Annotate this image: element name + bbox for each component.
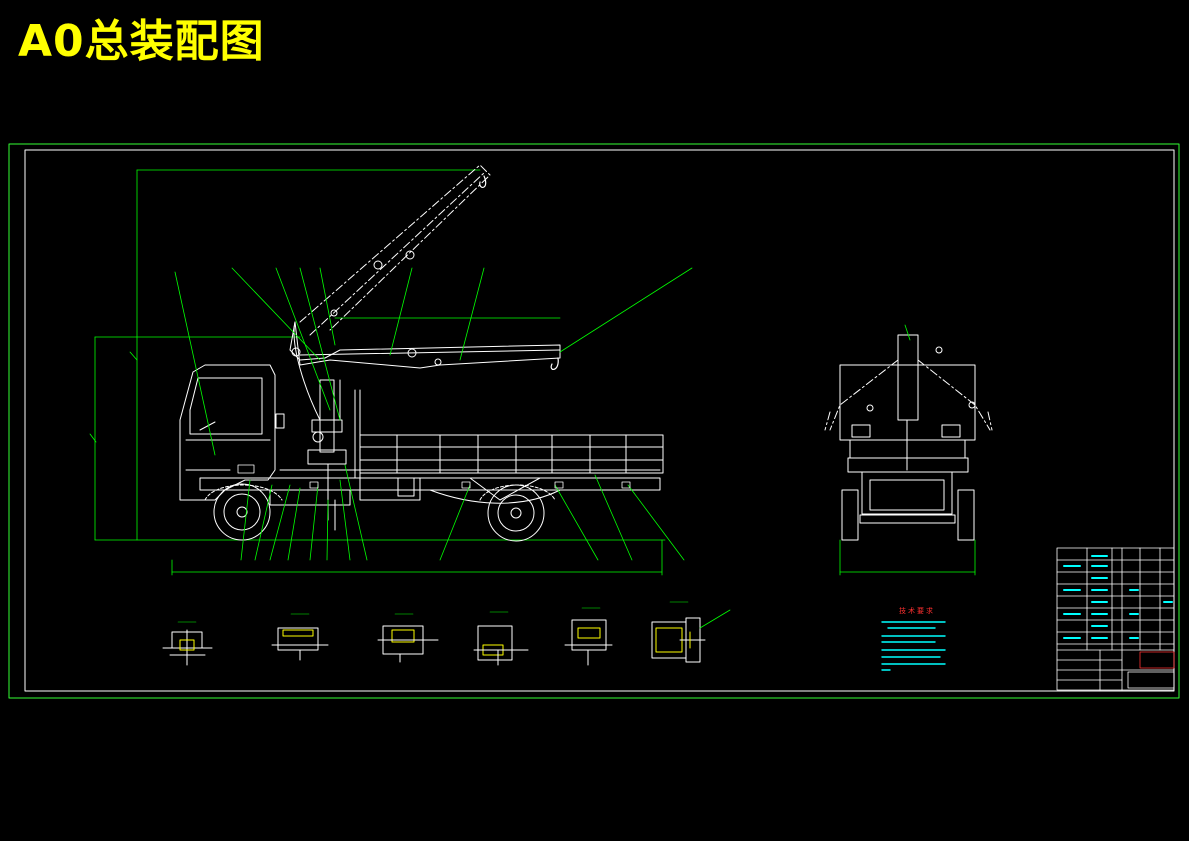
title-block — [1056, 547, 1175, 691]
truck-chassis — [199, 469, 661, 506]
section-d — [473, 611, 529, 666]
section-e — [564, 607, 613, 666]
section-b — [271, 613, 329, 661]
cargo-bed — [359, 434, 664, 474]
rear-view — [824, 324, 993, 576]
truck-cab — [179, 364, 285, 501]
dimension-lines — [89, 169, 666, 576]
section-a — [162, 621, 213, 666]
section-f — [651, 601, 731, 663]
part-markers — [237, 464, 631, 489]
section-c — [377, 613, 439, 663]
rear-wheel — [479, 484, 556, 542]
technical-notes — [881, 621, 946, 671]
crane-boom-stowed — [289, 321, 561, 421]
leader-lines — [174, 267, 693, 561]
technical-requirements-title: 技术要求 — [899, 607, 935, 615]
page-title: A0总装配图 — [18, 16, 265, 67]
side-view — [89, 164, 693, 576]
section-details — [162, 601, 731, 666]
front-wheel — [204, 483, 283, 541]
crane-boom-raised — [299, 164, 491, 336]
sheet-frame — [8, 143, 1180, 699]
